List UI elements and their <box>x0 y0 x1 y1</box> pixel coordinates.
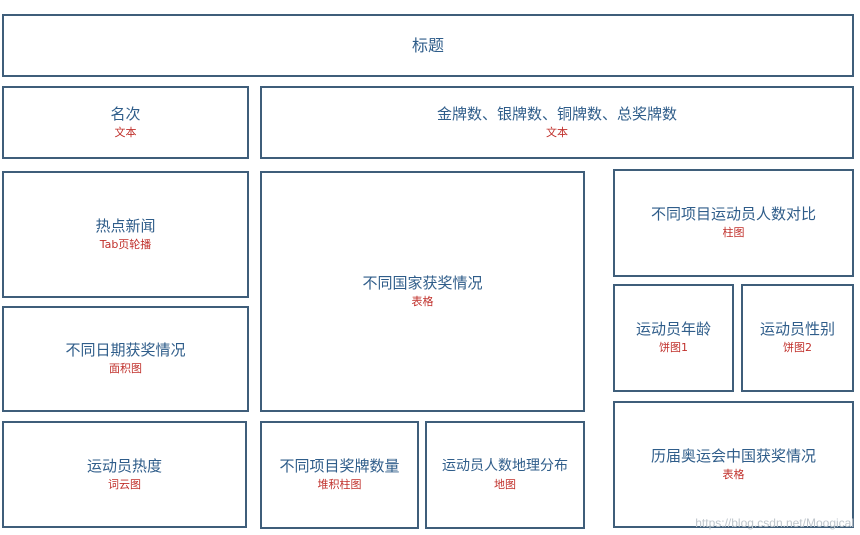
block-title: 运动员年龄 <box>635 320 711 339</box>
block-title: 不同项目奖牌数量 <box>279 457 400 476</box>
block-subtitle: 文本 <box>114 125 137 139</box>
block-title: 不同项目运动员人数对比 <box>650 205 816 224</box>
country-awards-block: 不同国家获奖情况 表格 <box>260 171 585 412</box>
block-title: 金牌数、银牌数、铜牌数、总奖牌数 <box>436 104 677 123</box>
item-medals-block: 不同项目奖牌数量 堆积柱图 <box>260 421 419 529</box>
block-title: 运动员人数地理分布 <box>442 458 568 475</box>
block-title: 标题 <box>411 35 444 55</box>
block-subtitle: 文本 <box>546 125 568 139</box>
rank-block: 名次 文本 <box>2 86 249 159</box>
block-title: 运动员性别 <box>759 320 835 339</box>
athletes-compare-block: 不同项目运动员人数对比 柱图 <box>613 169 854 277</box>
gender-block: 运动员性别 饼图2 <box>741 284 854 392</box>
block-subtitle: Tab页轮播 <box>99 237 152 251</box>
medals-block: 金牌数、银牌数、铜牌数、总奖牌数 文本 <box>260 86 854 159</box>
block-subtitle: 表格 <box>411 294 434 308</box>
block-title: 不同国家获奖情况 <box>362 273 483 292</box>
date-awards-block: 不同日期获奖情况 面积图 <box>2 306 249 412</box>
block-subtitle: 饼图2 <box>783 341 812 355</box>
block-title: 运动员热度 <box>86 456 162 475</box>
heat-block: 运动员热度 词云图 <box>2 421 247 528</box>
watermark: https://blog.csdn.net/Moogical <box>695 516 854 530</box>
block-subtitle: 表格 <box>722 467 745 481</box>
block-subtitle: 柱图 <box>722 226 745 240</box>
block-subtitle: 饼图1 <box>659 341 688 355</box>
block-subtitle: 面积图 <box>109 362 142 376</box>
block-title: 历届奥运会中国获奖情况 <box>650 446 816 465</box>
title-block: 标题 <box>2 14 854 77</box>
age-block: 运动员年龄 饼图1 <box>613 284 734 392</box>
block-subtitle: 地图 <box>494 477 516 491</box>
block-subtitle: 堆积柱图 <box>317 478 362 492</box>
geo-block: 运动员人数地理分布 地图 <box>425 421 585 529</box>
block-title: 名次 <box>110 104 141 123</box>
china-awards-block: 历届奥运会中国获奖情况 表格 <box>613 401 854 528</box>
block-subtitle: 词云图 <box>108 477 141 491</box>
hot-news-block: 热点新闻 Tab页轮播 <box>2 171 249 298</box>
block-title: 热点新闻 <box>95 216 156 235</box>
block-title: 不同日期获奖情况 <box>65 341 186 360</box>
